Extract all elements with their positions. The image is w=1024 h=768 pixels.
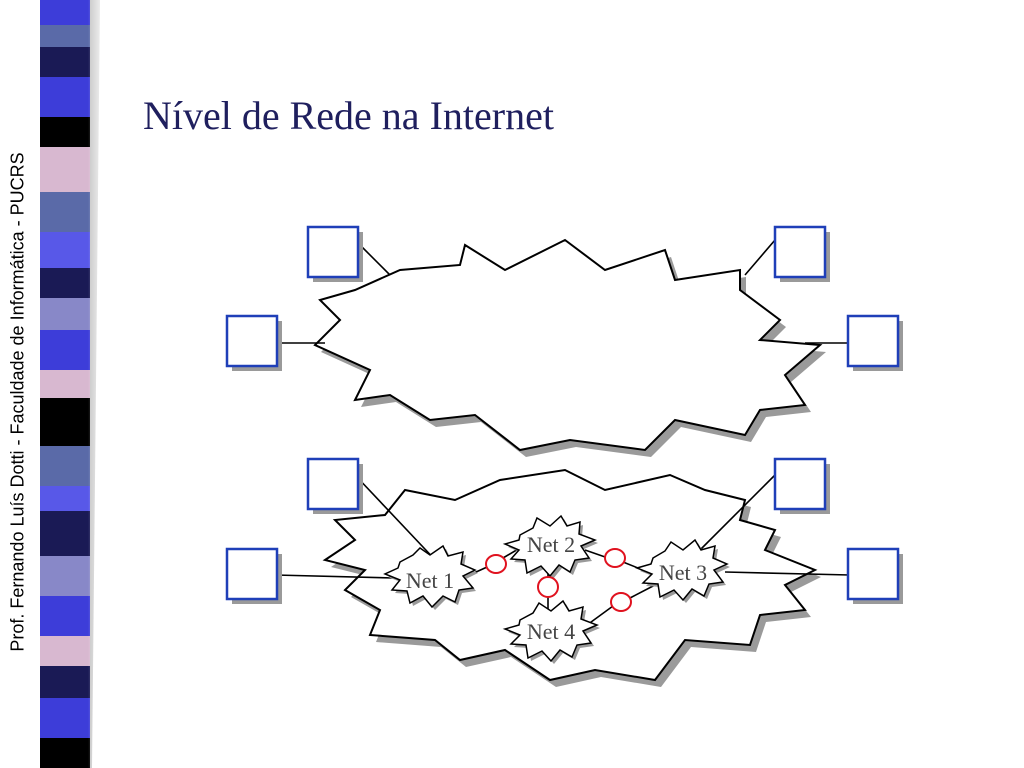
host-lower-top-left [306,457,363,514]
upper-hosts [225,225,903,371]
net-2: Net 2 [502,514,598,579]
router-net4-net3 [610,592,632,612]
host-lower-top-right [773,457,830,514]
upper-links [275,239,850,344]
net-3: Net 3 [634,538,730,603]
host-lower-right [846,547,903,604]
net-3-label: Net 3 [659,560,707,585]
router-net1-net2 [485,554,507,574]
net-1-label: Net 1 [406,568,454,593]
routers [485,548,632,612]
slide-title: Nível de Rede na Internet [143,93,554,138]
host-upper-left [225,314,282,371]
author-vertical-text: Prof. Fernando Luís Dotti - Faculdade de… [7,152,28,652]
net-1: Net 1 [383,544,478,610]
router-net2-net3 [604,548,626,568]
lower-network-cloud [322,468,821,687]
upper-network-cloud [313,238,826,457]
lower-hosts [225,457,903,604]
host-upper-right [846,314,903,371]
host-lower-left [225,547,282,604]
host-upper-top-left [306,225,363,282]
net-4: Net 4 [502,599,600,664]
net-2-label: Net 2 [527,532,575,557]
network-diagram: Net 1 Net 2 Net 3 Net 4 [225,225,903,687]
router-net2-net4 [537,576,559,598]
decorative-stripe [40,0,120,768]
net-4-label: Net 4 [527,619,575,644]
host-upper-top-right [773,225,830,282]
